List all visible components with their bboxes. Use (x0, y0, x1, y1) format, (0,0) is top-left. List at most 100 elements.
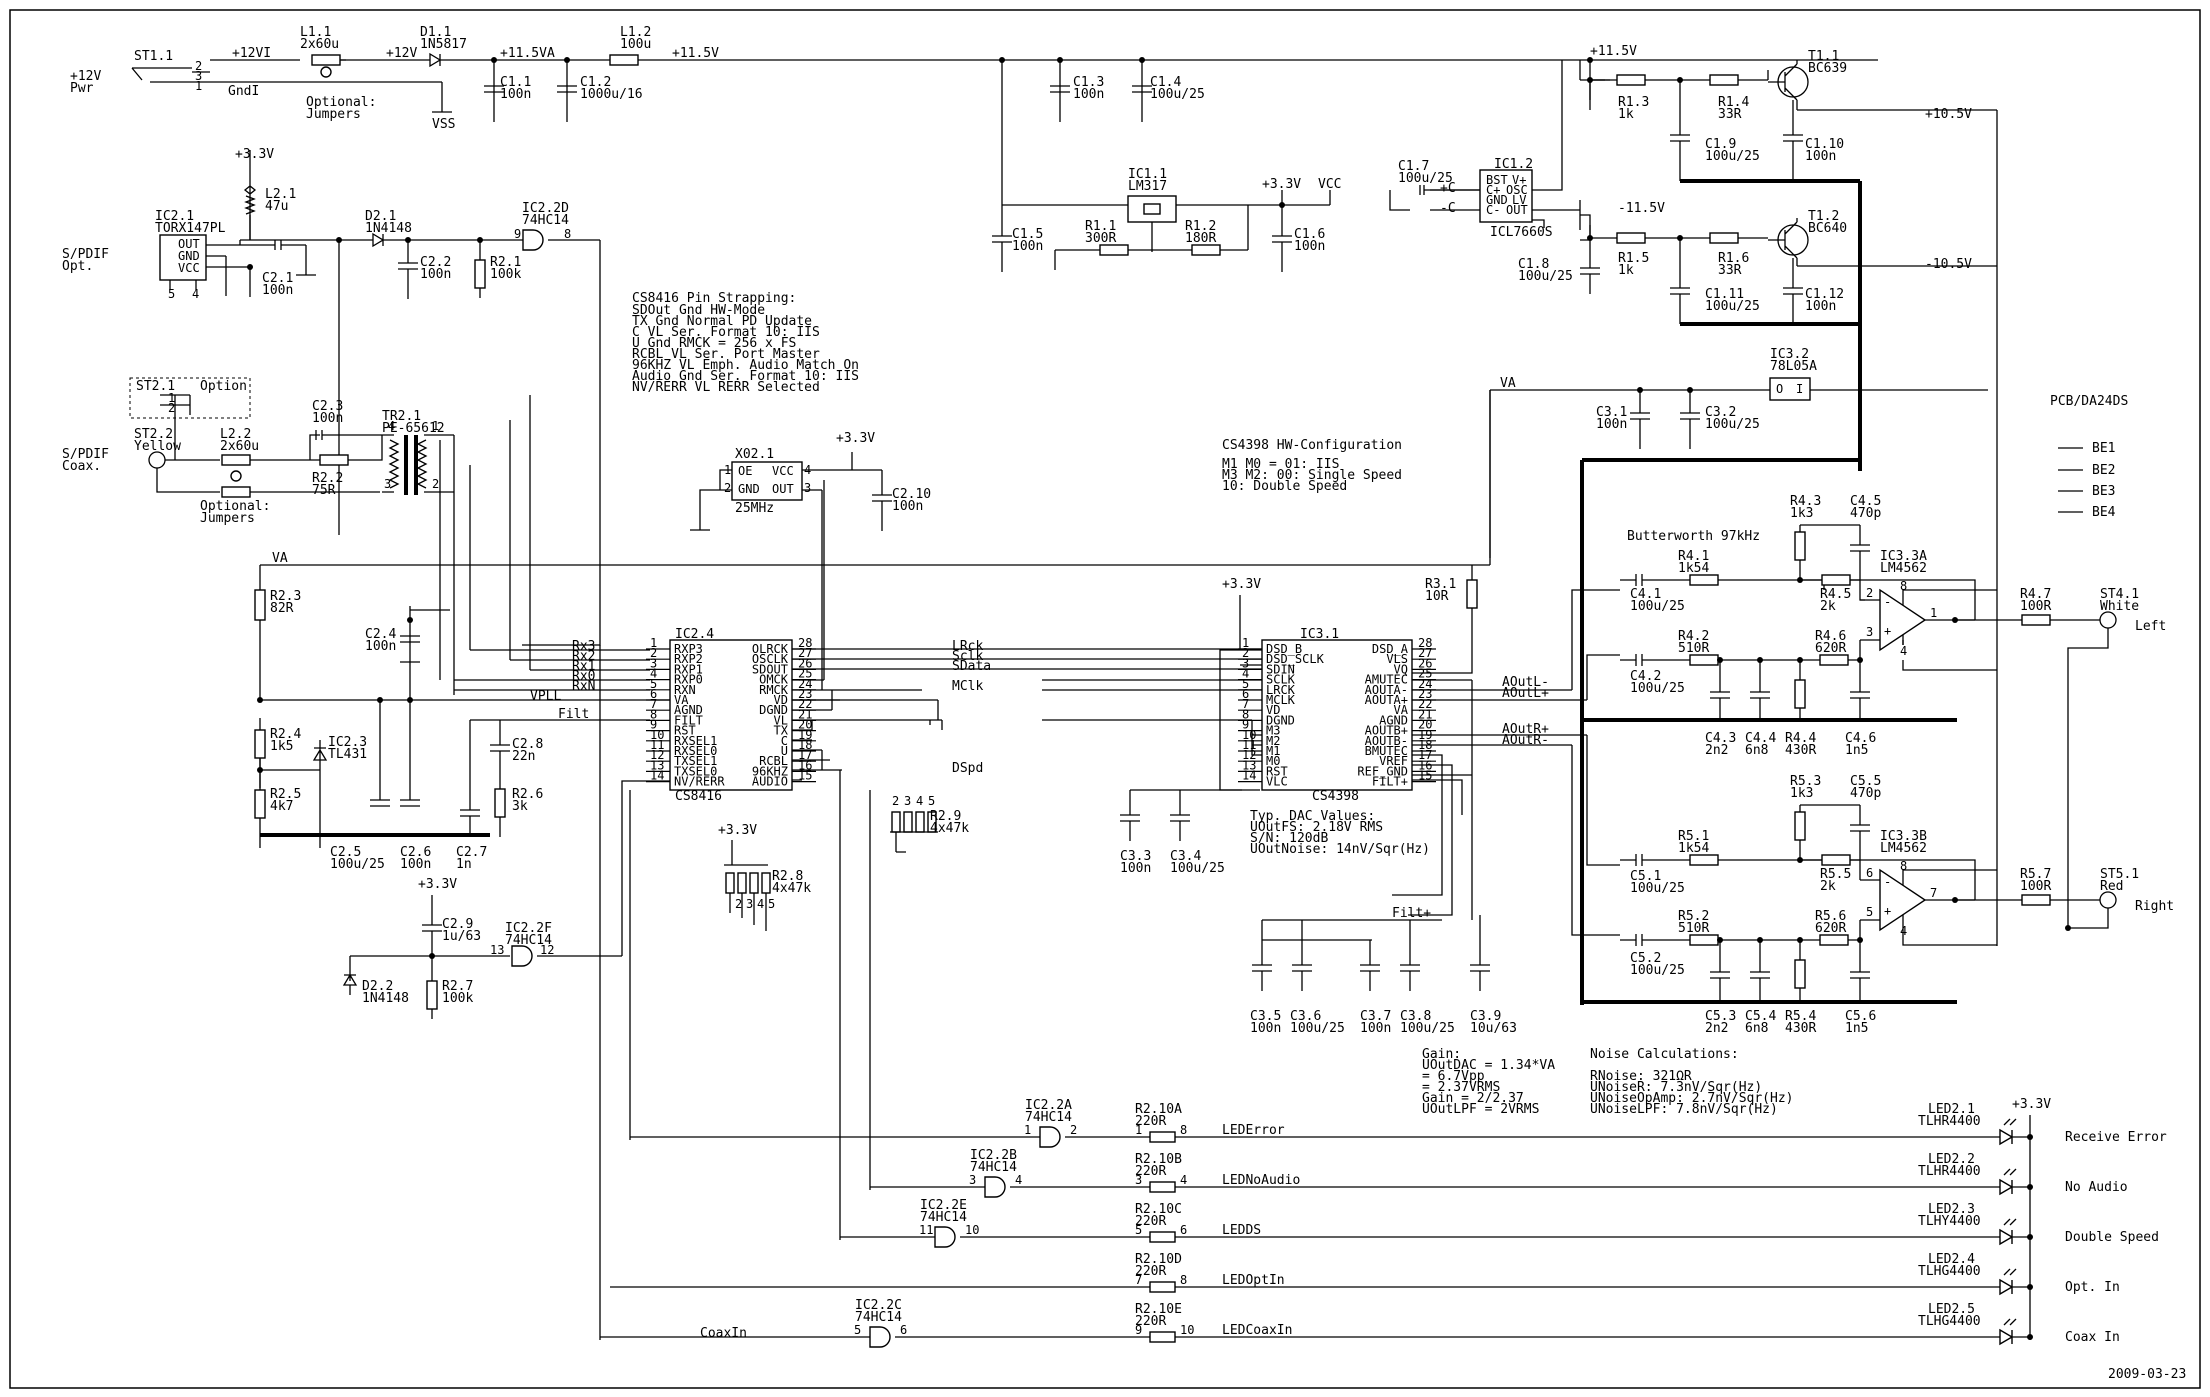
svg-text:R4.4: R4.4 (1785, 731, 1816, 746)
dac-right-pinlabel-12: REF_GND (1357, 764, 1408, 778)
rx-left-pinlabel-9: RXSEL1 (674, 734, 717, 748)
svg-text:C3.5: C3.5 (1250, 1009, 1281, 1024)
svg-text:IC3.2: IC3.2 (1770, 347, 1809, 362)
dac-left-pinnum-1: 2 (1242, 646, 1249, 660)
svg-text:Coax.: Coax. (62, 459, 101, 474)
svg-text:2x60u: 2x60u (220, 439, 259, 454)
led-part-2: TLHY4400 (1918, 1214, 1981, 1229)
svg-text:C2.6: C2.6 (400, 845, 431, 860)
svg-text:C3.3: C3.3 (1120, 849, 1151, 864)
svg-text:-11.5V: -11.5V (1618, 201, 1665, 216)
rx-right-pinlabel-3: OMCK (759, 673, 789, 687)
led-net-2: LEDDS (1222, 1223, 1261, 1238)
rx-left-pinlabel-5: VA (674, 693, 689, 707)
svg-text:C4.6: C4.6 (1845, 731, 1876, 746)
svg-text:1: 1 (1024, 1123, 1031, 1137)
svg-text:VCC: VCC (1318, 177, 1341, 192)
led-res-label-3: R2.10D (1135, 1252, 1182, 1267)
svg-text:BE3: BE3 (2092, 484, 2115, 499)
rx-left-pinnum-7: 8 (650, 707, 657, 721)
svg-text:C5.4: C5.4 (1745, 1009, 1776, 1024)
svg-text:1u/63: 1u/63 (442, 929, 481, 944)
svg-text:C1.10: C1.10 (1805, 137, 1844, 152)
svg-text:IC2.1: IC2.1 (155, 209, 194, 224)
svg-text:+: + (1884, 904, 1891, 918)
svg-text:4: 4 (757, 897, 764, 911)
rx-right-pinnum-2: 26 (798, 656, 812, 670)
svg-text:8: 8 (1900, 859, 1907, 873)
inductor-l12 (609, 54, 639, 66)
svg-text:3: 3 (195, 69, 202, 83)
led-gate-label-2: IC2.2E (920, 1198, 967, 1213)
svg-text:1n5: 1n5 (1845, 1021, 1868, 1036)
rail-12vi: +12VI (232, 46, 271, 61)
svg-text:R2.2: R2.2 (312, 471, 343, 486)
led-gate-label-1: IC2.2B (970, 1148, 1017, 1163)
svg-text:470p: 470p (1850, 786, 1881, 801)
svg-text:2: 2 (724, 481, 731, 495)
svg-text:C4.5: C4.5 (1850, 494, 1881, 509)
svg-text:C-: C- (1486, 203, 1500, 217)
svg-text:U Gnd RMCK = 256 x FS: U Gnd RMCK = 256 x FS (632, 336, 796, 351)
svg-text:AOutR-: AOutR- (1502, 733, 1549, 748)
led-ref-1: LED2.2 (1928, 1152, 1975, 1167)
svg-text:+3.3V: +3.3V (235, 147, 274, 162)
dac-right-pinlabel-4: AOUTA- (1365, 683, 1408, 697)
svg-text:8: 8 (1180, 1123, 1187, 1137)
svg-text:510R: 510R (1678, 641, 1709, 656)
svg-text:UNoiseR: 7.3nV/Sqr(Hz): UNoiseR: 7.3nV/Sqr(Hz) (1590, 1080, 1762, 1095)
dac-left-pinlabel-1: DSD_SCLK (1266, 652, 1325, 666)
led-label-4: Coax In (2065, 1330, 2120, 1345)
led-res-value-0: 220R (1135, 1114, 1166, 1129)
dac-right-pinnum-2: 26 (1418, 656, 1432, 670)
svg-text:ST2.2: ST2.2 (134, 427, 173, 442)
svg-text:C5.5: C5.5 (1850, 774, 1881, 789)
dac-left-pinlabel-6: VD (1266, 703, 1280, 717)
svg-text:100u/25: 100u/25 (1170, 861, 1225, 876)
svg-text:Filt: Filt (558, 707, 589, 722)
svg-text:Jumpers: Jumpers (306, 107, 361, 122)
svg-text:R5.7: R5.7 (2020, 867, 2051, 882)
svg-text:100n: 100n (892, 499, 923, 514)
svg-text:R1.1: R1.1 (1085, 219, 1116, 234)
svg-text:GND: GND (738, 482, 760, 496)
svg-text:BC639: BC639 (1808, 61, 1847, 76)
svg-text:100u/25: 100u/25 (1290, 1021, 1345, 1036)
svg-text:1k54: 1k54 (1678, 561, 1709, 576)
svg-text:GND: GND (1486, 193, 1508, 207)
svg-text:100u/25: 100u/25 (1705, 299, 1760, 314)
svg-text:2x60u: 2x60u (300, 37, 339, 52)
svg-text:78L05A: 78L05A (1770, 359, 1817, 374)
svg-text:100u/25: 100u/25 (1630, 963, 1685, 978)
rx-right-pinlabel-10: U (781, 744, 788, 758)
rx-left-pinlabel-10: RXSEL0 (674, 744, 717, 758)
svg-text:10R: 10R (1425, 589, 1449, 604)
dac-left-pinnum-5: 6 (1242, 687, 1249, 701)
svg-text:IC2.4: IC2.4 (675, 627, 714, 642)
rx-left-pinnum-2: 3 (650, 656, 657, 670)
svg-text:C+: C+ (1486, 183, 1500, 197)
led-resistor-3 (1149, 1281, 1176, 1293)
svg-text:C1.8: C1.8 (1518, 257, 1549, 272)
spdif-section: S/PDIF Opt. IC2.1 TORX147PL OUT GND VCC … (62, 147, 601, 695)
svg-text:C1.2: C1.2 (580, 75, 611, 90)
dac-right-pinlabel-9: AOUTB- (1365, 734, 1408, 748)
svg-text:R2.6: R2.6 (512, 787, 543, 802)
svg-text:LM317: LM317 (1128, 179, 1167, 194)
svg-text:S/PDIF: S/PDIF (62, 247, 109, 262)
dac-left-pinlabel-12: RST (1266, 764, 1288, 778)
led-label-2: Double Speed (2065, 1230, 2159, 1245)
rx-left-pinnum-12: 13 (650, 758, 664, 772)
svg-text:100n: 100n (1360, 1021, 1391, 1036)
svg-text:AOutL-: AOutL- (1502, 675, 1549, 690)
led-gate-4 (869, 1326, 891, 1348)
gate-ic22f (511, 945, 533, 967)
svg-text:X02.1: X02.1 (735, 447, 774, 462)
svg-text:100R: 100R (2020, 879, 2051, 894)
svg-text:74HC14: 74HC14 (505, 933, 552, 948)
rx-right-pinlabel-2: SDOUT (752, 662, 788, 676)
dac-left-pinlabel-4: LRCK (1266, 683, 1296, 697)
svg-text:= 6.7Vpp: = 6.7Vpp (1422, 1069, 1485, 1084)
